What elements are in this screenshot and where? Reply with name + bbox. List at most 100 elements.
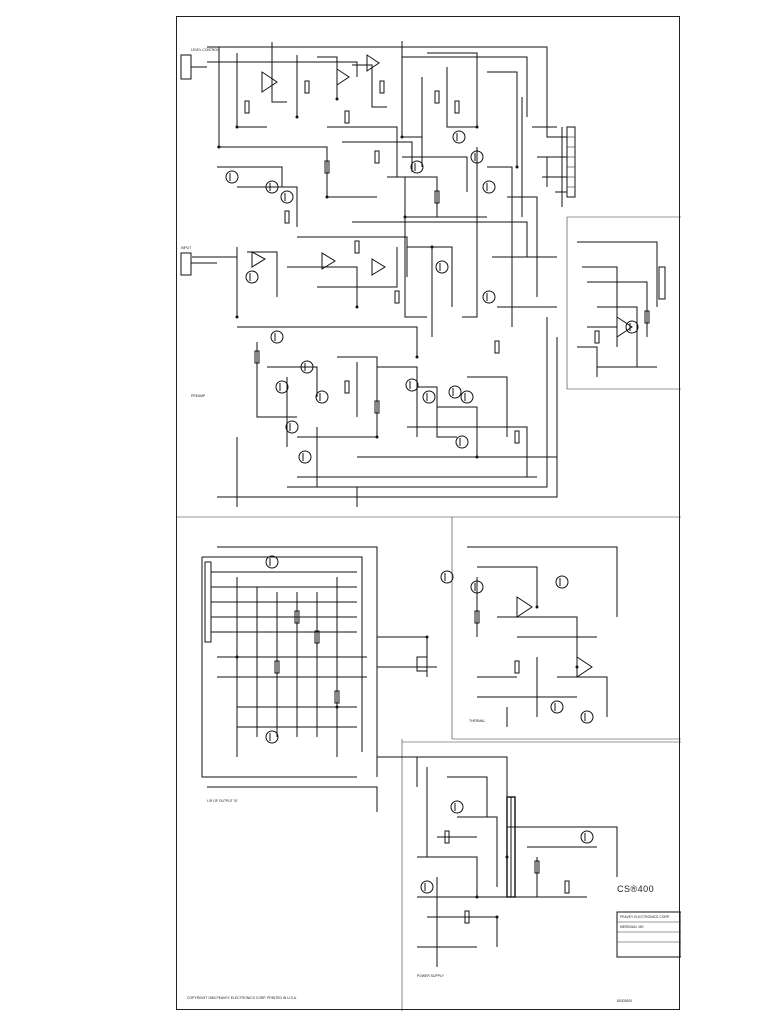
resistor-symbol bbox=[244, 100, 250, 114]
transistor-symbol bbox=[265, 730, 279, 744]
resistor-symbol bbox=[374, 400, 380, 414]
transistor-symbol bbox=[265, 180, 279, 194]
power-amp-section bbox=[201, 546, 437, 812]
transistor-symbol bbox=[460, 390, 474, 404]
transistor-symbol bbox=[580, 830, 594, 844]
junction-dot bbox=[415, 355, 419, 359]
schematic-drawing: CS®400 PEAVEY ELECTRONICS CORP. MERIDIAN… bbox=[177, 41, 681, 1011]
transistor-symbol bbox=[422, 390, 436, 404]
resistor-symbol bbox=[274, 660, 280, 674]
resistor-symbol bbox=[314, 630, 320, 644]
resistor-symbol bbox=[434, 190, 440, 204]
transistor-symbol bbox=[410, 160, 424, 174]
transistor-symbol bbox=[550, 700, 564, 714]
transistor-symbol bbox=[225, 170, 239, 184]
transistor-symbol bbox=[298, 450, 312, 464]
transistor-symbol bbox=[625, 320, 639, 334]
component-symbols bbox=[217, 80, 650, 924]
junction-dot bbox=[295, 115, 299, 119]
model-label: CS®400 bbox=[617, 884, 654, 894]
resistor-symbol bbox=[464, 910, 470, 924]
transistor-symbol bbox=[285, 420, 299, 434]
transistor-symbol bbox=[280, 190, 294, 204]
transistor-symbol bbox=[270, 330, 284, 344]
resistor-symbol bbox=[494, 340, 500, 354]
preamp-label: PREAMP bbox=[191, 394, 206, 398]
transistor-symbol bbox=[452, 130, 466, 144]
thermal-section bbox=[467, 546, 618, 727]
resistor-symbol bbox=[324, 160, 330, 174]
resistor-symbol bbox=[444, 830, 450, 844]
resistor-symbol bbox=[434, 90, 440, 104]
resistor-symbol bbox=[394, 290, 400, 304]
thermal-label: THERMAL bbox=[469, 719, 485, 723]
junction-dot bbox=[475, 895, 479, 899]
junction-dot bbox=[325, 195, 329, 199]
resistor-symbol bbox=[344, 380, 350, 394]
resistor-symbol bbox=[344, 110, 350, 124]
junction-dot bbox=[235, 655, 239, 659]
resistor-symbol bbox=[254, 350, 260, 364]
transistor-symbol bbox=[448, 385, 462, 399]
transistor-symbol bbox=[405, 378, 419, 392]
resistor-symbol bbox=[474, 610, 480, 624]
resistor-symbol bbox=[294, 610, 300, 624]
junction-dot bbox=[403, 215, 407, 219]
transistor-symbol bbox=[265, 555, 279, 569]
transistor-symbol bbox=[470, 150, 484, 164]
junction-dot bbox=[375, 435, 379, 439]
resistor-symbol bbox=[454, 100, 460, 114]
power-supply-label: POWER SUPPLY bbox=[417, 974, 445, 978]
junction-dot bbox=[515, 165, 519, 169]
section-borders bbox=[177, 216, 681, 1011]
transistor-symbol bbox=[482, 180, 496, 194]
transistor-symbol bbox=[580, 710, 594, 724]
preamp-section bbox=[180, 41, 576, 507]
level-control-label: LEVEL CONTROL bbox=[191, 48, 219, 52]
output-label: L/R OF OUTPUT ‘B’ bbox=[207, 799, 238, 803]
resistor-symbol bbox=[644, 310, 650, 324]
junction-dot bbox=[235, 315, 239, 319]
transistor-symbol bbox=[450, 800, 464, 814]
resistor-symbol bbox=[304, 80, 310, 94]
junction-dot bbox=[475, 455, 479, 459]
junction-dot bbox=[335, 97, 339, 101]
junction-dot bbox=[400, 135, 404, 139]
power-supply-section bbox=[412, 756, 618, 967]
title-block-line-2: MERIDIAN, MS bbox=[620, 925, 644, 929]
title-block-line-1: PEAVEY ELECTRONICS CORP. bbox=[620, 915, 670, 919]
resistor-symbol bbox=[374, 150, 380, 164]
resistor-symbol bbox=[379, 80, 385, 94]
transistor-symbol bbox=[275, 380, 289, 394]
transistor-symbol bbox=[245, 270, 259, 284]
junction-dot bbox=[430, 245, 434, 249]
junction-dot bbox=[425, 635, 429, 639]
transistor-symbol bbox=[470, 580, 484, 594]
junction-dot bbox=[335, 705, 339, 709]
resistor-symbol bbox=[284, 210, 290, 224]
junction-dot bbox=[505, 855, 509, 859]
transistor-symbol bbox=[420, 880, 434, 894]
transistor-symbol bbox=[300, 360, 314, 374]
junction-dot bbox=[475, 125, 479, 129]
transistor-symbol bbox=[315, 390, 329, 404]
junction-dot bbox=[535, 605, 539, 609]
junction-dot bbox=[217, 145, 221, 149]
junction-dot bbox=[575, 665, 579, 669]
input-label: INPUT bbox=[181, 246, 191, 250]
transistor-symbol bbox=[455, 435, 469, 449]
resistor-symbol bbox=[334, 690, 340, 704]
junction-dot bbox=[355, 305, 359, 309]
aux-circuit-box bbox=[577, 241, 666, 377]
resistor-symbol bbox=[514, 430, 520, 444]
title-block bbox=[616, 911, 681, 958]
copyright-notice: COPYRIGHT 1984 PEAVEY ELECTRONICS CORP. … bbox=[187, 996, 297, 1000]
resistor-symbol bbox=[534, 860, 540, 874]
resistor-symbol bbox=[354, 240, 360, 254]
resistor-symbol bbox=[564, 880, 570, 894]
resistor-symbol bbox=[594, 330, 600, 344]
schematic-sheet: CS®400 PEAVEY ELECTRONICS CORP. MERIDIAN… bbox=[176, 16, 681, 1011]
transistor-symbol bbox=[440, 570, 454, 584]
transistor-symbol bbox=[435, 260, 449, 274]
junction-dot bbox=[495, 915, 499, 919]
